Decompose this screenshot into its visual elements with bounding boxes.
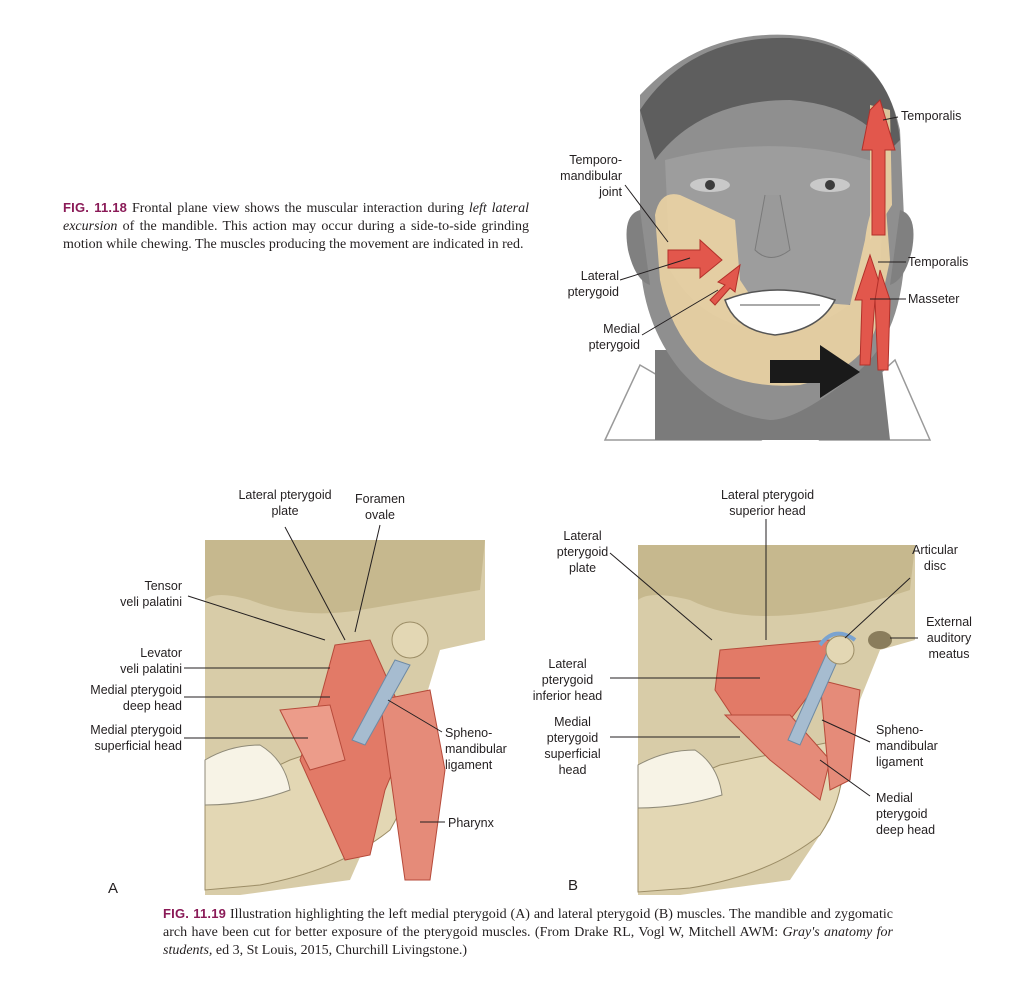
label-b-lateral-pterygoid-plate: Lateral pterygoid plate <box>556 529 609 575</box>
fig-11-18-label: FIG. 11.18 <box>63 200 128 215</box>
label-a-sphenomandibular-ligament: Spheno- mandibular ligament <box>445 726 507 772</box>
label-a-medial-pterygoid-superficial: Medial pterygoid superficial head <box>90 723 182 753</box>
label-a-tensor-veli-palatini: Tensor veli palatini <box>120 579 182 609</box>
label-masseter: Masseter <box>908 292 960 306</box>
label-temporalis-top: Temporalis <box>901 109 962 123</box>
fig-11-19-caption: FIG. 11.19 Illustration highlighting the… <box>163 906 894 958</box>
panel-a-letter: A <box>108 880 119 897</box>
label-medial-pterygoid: Medial pterygoid <box>588 322 640 352</box>
label-b-lateral-pterygoid-superior: Lateral pterygoid superior head <box>720 488 815 518</box>
label-b-lateral-pterygoid-inferior: Lateral pterygoid inferior head <box>532 657 603 703</box>
label-lateral-pterygoid: Lateral pterygoid <box>567 269 619 299</box>
label-b-external-auditory-meatus: External auditory meatus <box>926 615 972 661</box>
label-b-sphenomandibular-ligament: Spheno- mandibular ligament <box>876 723 938 769</box>
label-tmj: Temporo- mandibular joint <box>560 153 622 199</box>
label-a-levator-veli-palatini: Levator veli palatini <box>120 646 182 676</box>
label-b-medial-pterygoid-superficial: Medial pterygoid superficial head <box>544 715 601 777</box>
label-b-medial-pterygoid-deep: Medial pterygoid deep head <box>876 791 936 837</box>
fig-11-19-label: FIG. 11.19 <box>163 906 227 921</box>
label-temporalis-mid: Temporalis <box>908 255 969 269</box>
label-a-medial-pterygoid-deep: Medial pterygoid deep head <box>90 683 182 713</box>
panel-b-letter: B <box>568 877 579 894</box>
label-a-lateral-pterygoid-plate: Lateral pterygoid plate <box>238 488 332 518</box>
label-a-pharynx: Pharynx <box>448 816 494 830</box>
fig-11-18-caption: FIG. 11.18 Frontal plane view shows the … <box>63 200 529 252</box>
label-a-foramen-ovale: Foramen ovale <box>354 492 406 522</box>
label-b-articular-disc: Articular disc <box>912 543 958 573</box>
